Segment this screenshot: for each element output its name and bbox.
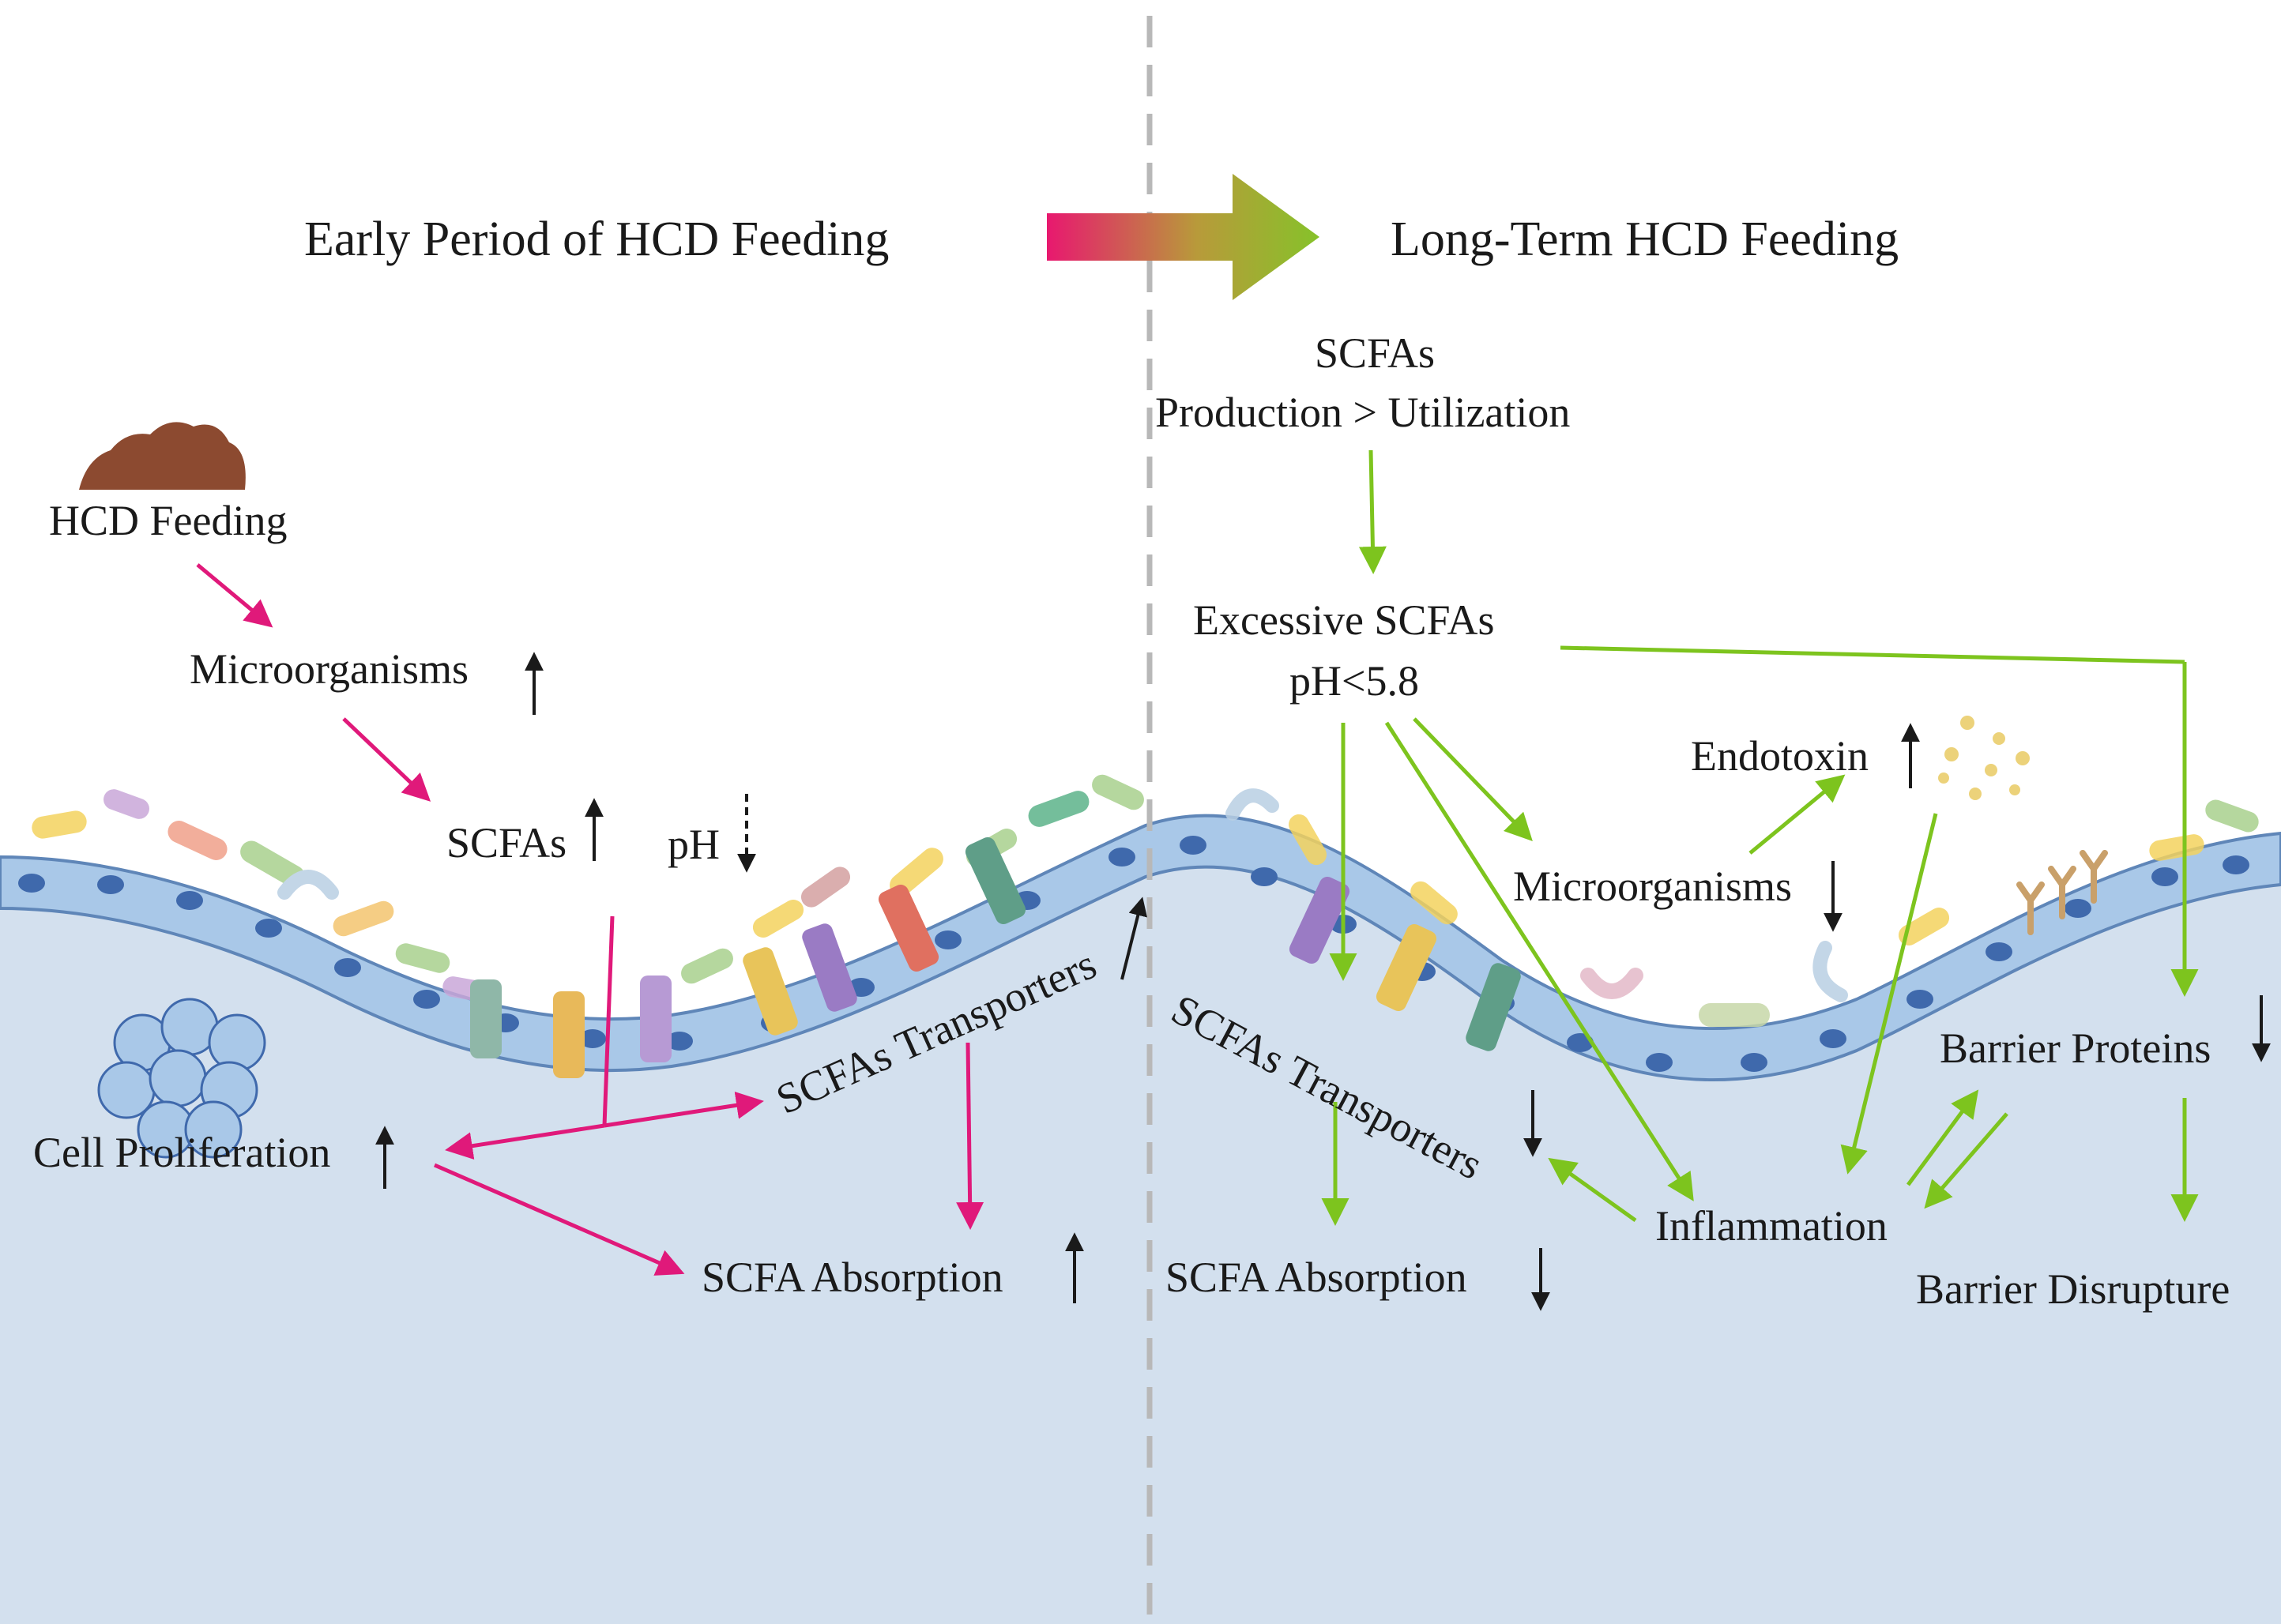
late-ph-label: pH<5.8 (1289, 657, 1419, 705)
late-microorganisms-label: Microorganisms (1513, 863, 1792, 910)
early-scfas-label: SCFAs (446, 819, 567, 867)
cell-proliferation-icon (97, 998, 266, 1159)
early-transporter-up-arrow (1120, 897, 1147, 980)
cell-nucleus (1906, 990, 1933, 1009)
late-arrows (1321, 449, 2199, 1226)
long-term-title: Long-Term HCD Feeding (1391, 212, 1899, 266)
hcd-feed-icon (79, 422, 246, 490)
cell-nucleus (176, 891, 203, 910)
endotoxin-particles (1938, 716, 2030, 800)
early-period-title: Early Period of HCD Feeding (304, 212, 890, 266)
transition-arrow (1047, 174, 1319, 300)
transporter-channels-late (1289, 876, 1521, 1051)
cell-nucleus (1251, 867, 1278, 886)
cell-nucleus (334, 958, 361, 977)
early-absorption-label: SCFA Absorption (702, 1254, 1003, 1301)
cell-nucleus (2065, 899, 2091, 918)
cell-nucleus (1180, 836, 1206, 855)
cell-nucleus (255, 919, 282, 938)
inflammation-label: Inflammation (1655, 1202, 1888, 1250)
barrier-protein-icons (2016, 850, 2108, 935)
cell-nucleus (97, 875, 124, 894)
cell-nucleus (1109, 848, 1135, 867)
cell-proliferation-label: Cell Proliferation (33, 1129, 331, 1176)
endotoxin-label: Endotoxin (1691, 732, 1869, 780)
cell-nucleus (935, 930, 962, 949)
barrier-disrupture-label: Barrier Disrupture (1916, 1265, 2230, 1313)
excessive-scfas-label: Excessive SCFAs (1193, 596, 1495, 644)
intestinal-tissue (0, 851, 2281, 1624)
cell-nucleus (413, 990, 440, 1009)
microorganisms-layer (32, 774, 2259, 1027)
cell-nucleus (2223, 855, 2249, 874)
early-ph-label: pH (668, 821, 720, 868)
production-utilization-label: Production > Utilization (1155, 389, 1571, 436)
cell-nucleus (1741, 1053, 1767, 1072)
epithelial-layer (0, 814, 2281, 1082)
cell-nucleus (666, 1032, 693, 1051)
late-scfas-label: SCFAs (1314, 329, 1436, 377)
cell-nucleus (18, 874, 45, 893)
transporter-channels-early (470, 836, 1026, 1078)
early-microorganisms-label: Microorganisms (190, 645, 469, 693)
cell-nucleus (1820, 1029, 1846, 1048)
cell-nucleus (1646, 1053, 1673, 1072)
late-absorption-label: SCFA Absorption (1165, 1254, 1467, 1301)
cell-nucleus (1986, 942, 2012, 961)
hcd-feeding-label: HCD Feeding (49, 497, 288, 544)
cell-nucleus (2151, 867, 2178, 886)
indicator-arrows (375, 652, 2271, 1311)
early-arrows (196, 563, 984, 1276)
barrier-proteins-label: Barrier Proteins (1940, 1024, 2211, 1072)
cell-nucleus (579, 1029, 606, 1048)
